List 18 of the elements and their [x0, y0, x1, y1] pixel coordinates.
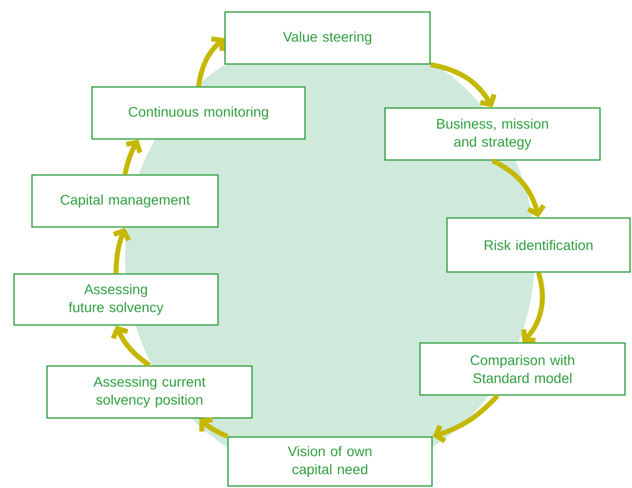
- arrow: [112, 228, 131, 274]
- arrow: [122, 140, 142, 175]
- process-box: Business, mission and strategy: [384, 107, 601, 161]
- arrow: [521, 272, 545, 343]
- process-box: Value steering: [224, 11, 431, 65]
- arrow: [491, 158, 546, 218]
- process-box: Continuous monitoring: [91, 86, 306, 140]
- arrow: [430, 62, 497, 108]
- arrow: [432, 394, 500, 444]
- process-box: Comparison with Standard model: [419, 342, 626, 396]
- process-box: Assessing current solvency position: [46, 365, 253, 419]
- arrow: [199, 417, 228, 439]
- arrow: [110, 326, 151, 368]
- process-box: Capital management: [31, 174, 219, 228]
- process-box: Vision of own capital need: [227, 436, 433, 487]
- arrow: [196, 36, 224, 87]
- process-box: Risk identification: [446, 217, 631, 273]
- process-box: Assessing future solvency: [13, 273, 219, 326]
